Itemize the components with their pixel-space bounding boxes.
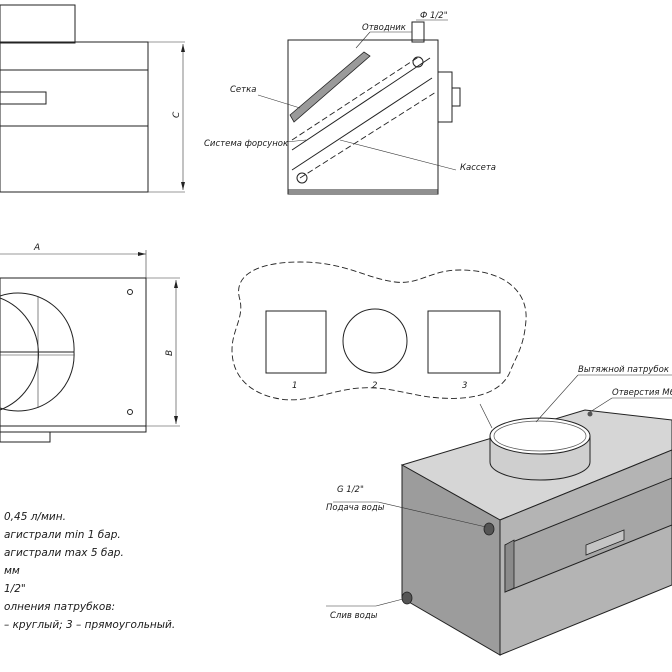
nozzle-hole-top <box>412 56 424 68</box>
spec-notes: 0,45 л/мин. агистрали min 1 бар. агистра… <box>4 511 175 631</box>
dim-a-label: A <box>33 243 40 253</box>
label-water-drain: Слив воды <box>330 611 378 621</box>
note-line-6: олнения патрубков: <box>4 601 115 613</box>
label-setka: Сетка <box>230 85 256 95</box>
note-line-2: агистрали min 1 бар. <box>4 529 121 541</box>
connector-shape-options: 1 2 3 <box>231 261 527 429</box>
note-line-4: мм <box>4 565 20 577</box>
dim-b-label: B <box>165 350 175 356</box>
label-water-supply: Подача воды <box>326 503 385 513</box>
shape-1-label: 1 <box>292 381 297 391</box>
label-exhaust-pipe: Вытяжной патрубок <box>578 365 670 375</box>
label-nozzle-system: Система форсунок <box>204 139 289 149</box>
note-line-1: 0,45 л/мин. <box>4 511 66 523</box>
shape-circle <box>342 308 408 374</box>
label-m6-holes: Отверстия М6 <box>612 388 672 398</box>
note-line-7: – круглый; 3 – прямоугольный. <box>4 619 175 631</box>
shape-2-label: 2 <box>372 381 377 391</box>
label-pipe-size: Ф 1/2" <box>420 11 448 21</box>
shape-square <box>265 310 327 374</box>
plan-view: A B <box>0 243 180 443</box>
label-otvodnik: Отводник <box>362 23 407 33</box>
nozzle-hole-bottom <box>296 172 308 184</box>
shape-3-label: 3 <box>462 381 467 391</box>
section-view: Отводник Ф 1/2" Сетка Система форсунок К… <box>204 11 496 195</box>
front-view: C <box>0 4 185 193</box>
label-cassette: Кассета <box>460 163 496 173</box>
note-line-5: 1/2" <box>4 583 26 595</box>
dim-c-label: C <box>172 111 182 118</box>
label-g12: G 1/2" <box>337 485 364 495</box>
shape-rectangle <box>427 310 501 374</box>
isometric-view: Вытяжной патрубок Отверстия М6 G 1/2" По… <box>326 365 672 656</box>
note-line-3: агистрали max 5 бар. <box>4 547 124 559</box>
